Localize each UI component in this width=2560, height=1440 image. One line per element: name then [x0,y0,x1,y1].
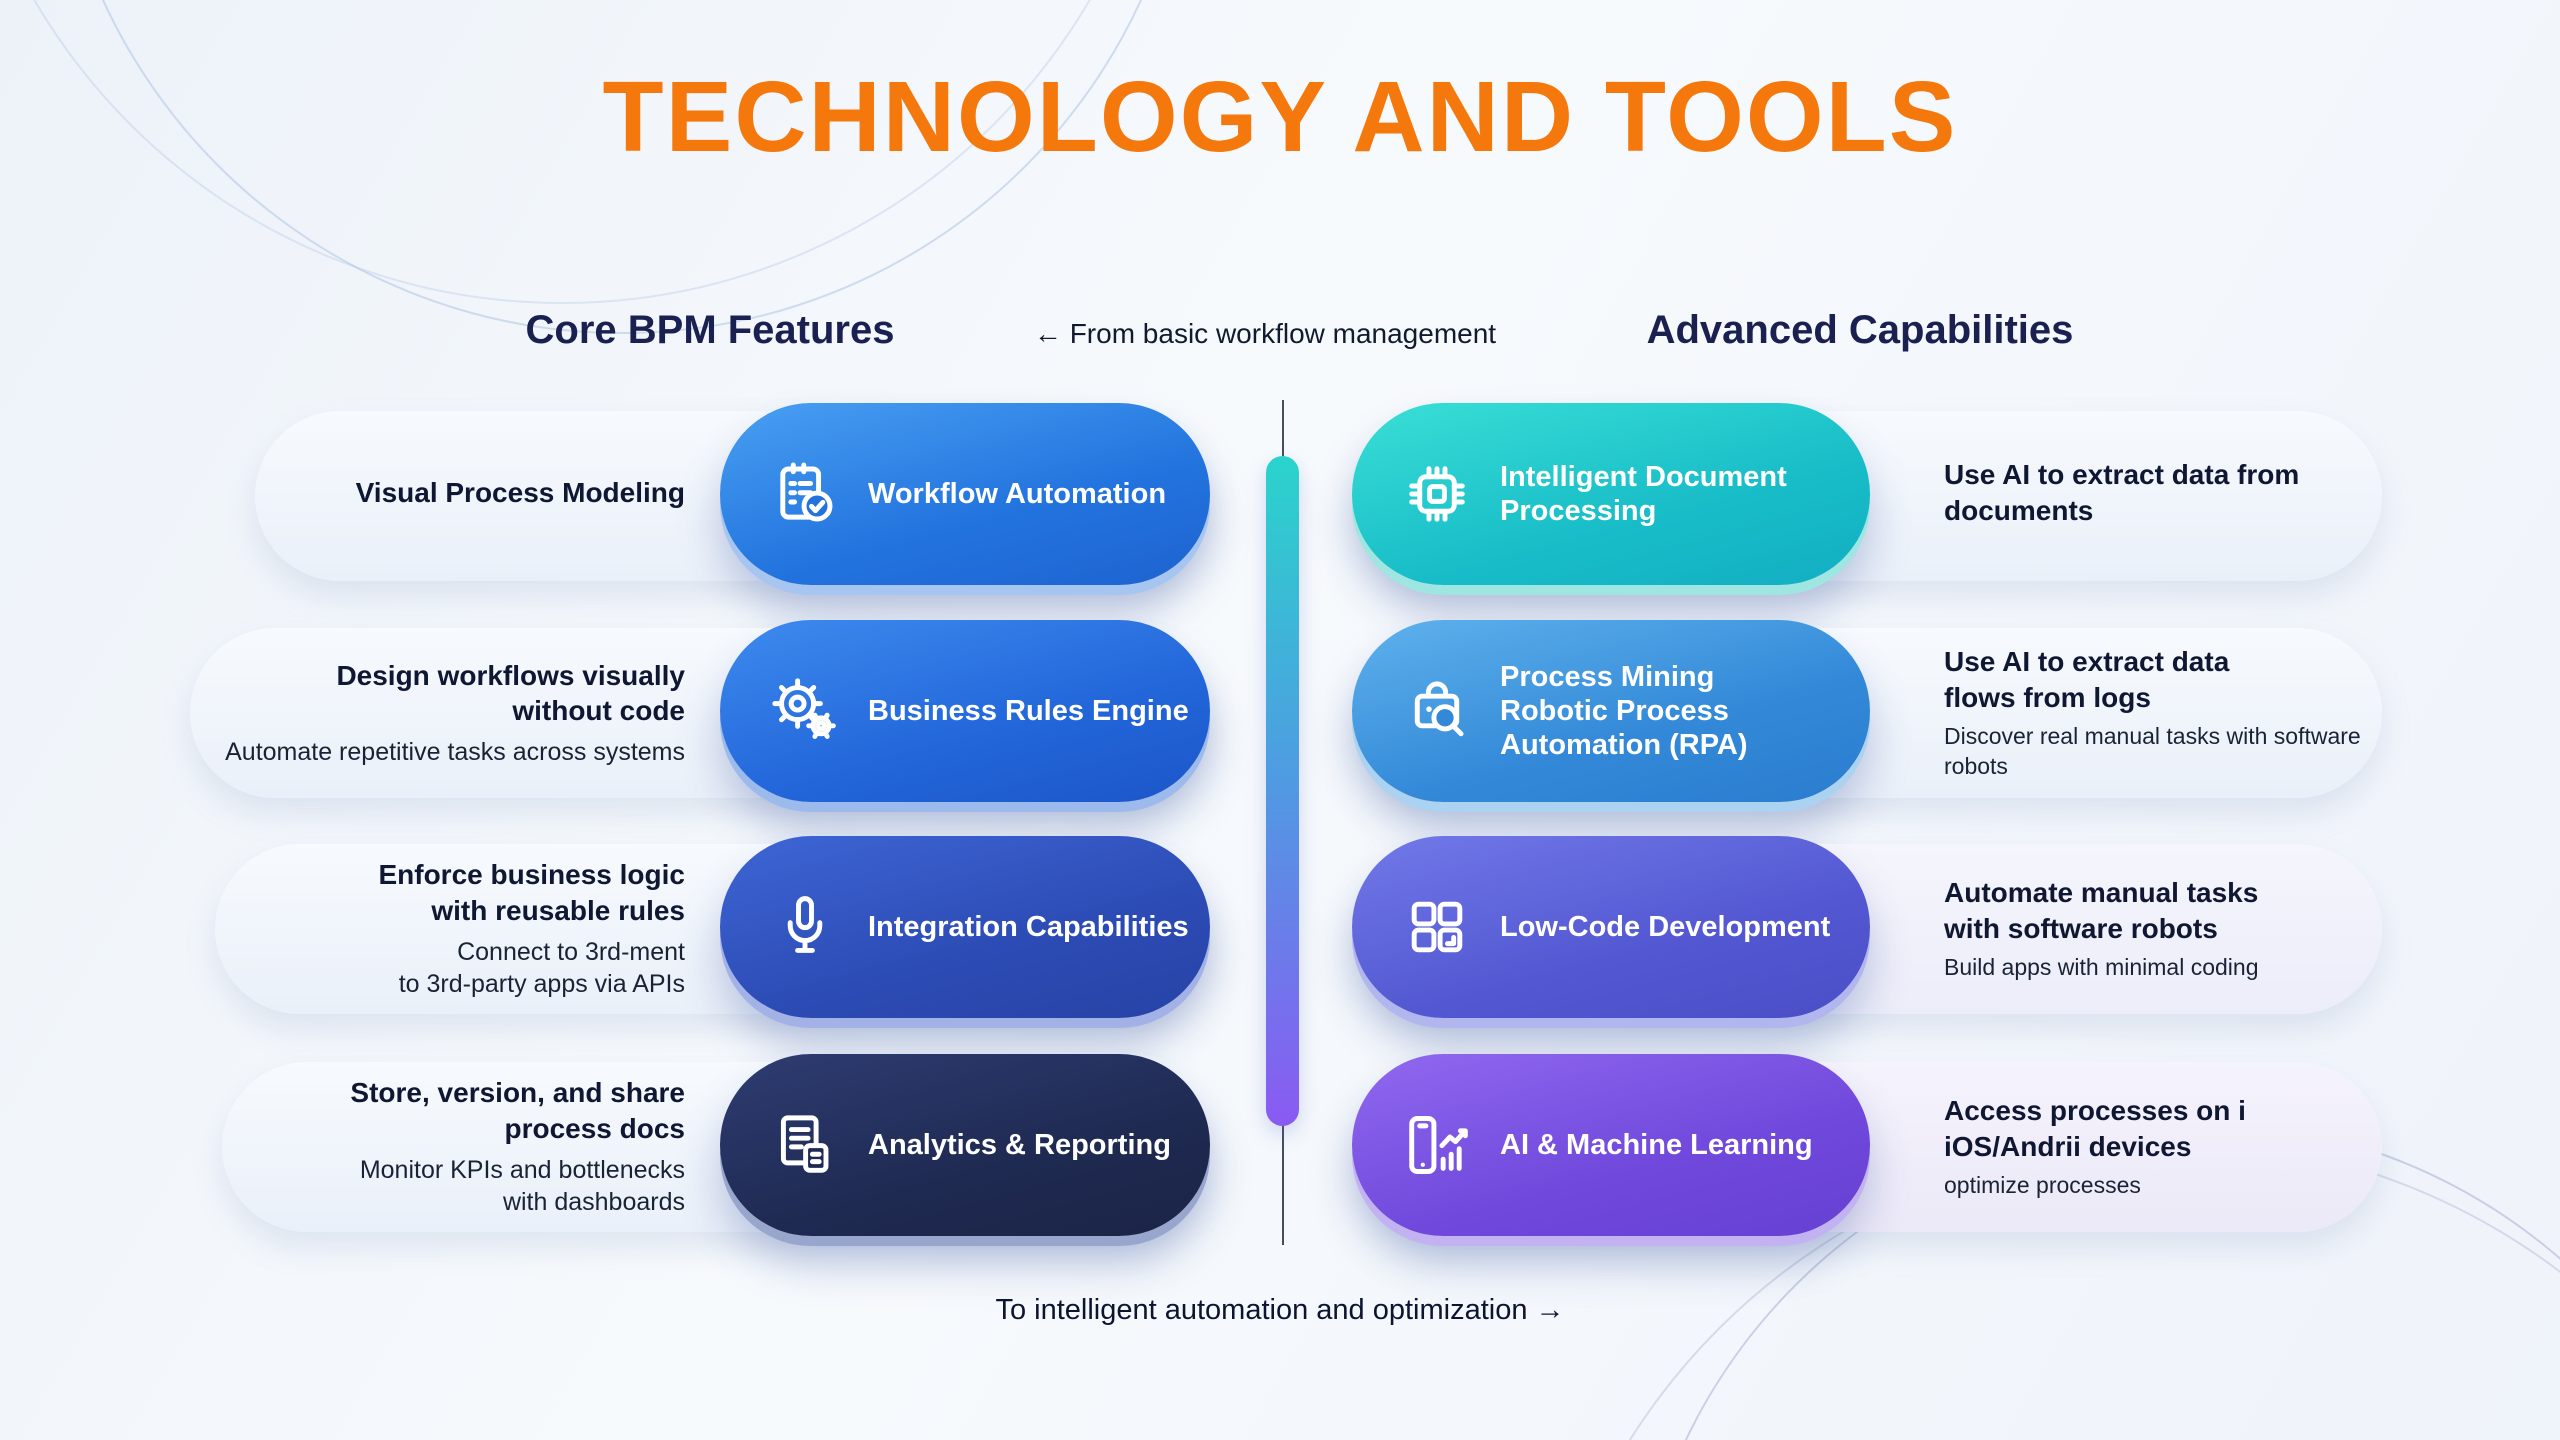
row-text: Design workflows visually without code A… [160,622,685,804]
row-subtitle: Build apps with minimal coding [1944,954,2259,981]
process-mining-pill: Process Mining Robotic Process Automatio… [1352,620,1870,802]
adv-row-idp: Intelligent Document Processing Use AI t… [0,403,2560,587]
adv-row-low-code: Low-Code Development Automate manual tas… [0,836,2560,1020]
row-title: Design workflows visually without code [336,659,685,727]
row-text: Enforce business logic with reusable rul… [160,838,685,1020]
row-title: Enforce business logic with reusable rul… [378,859,685,926]
row-subtitle: Monitor KPIs and bottlenecks with dashbo… [359,1155,685,1217]
integration-pill: Integration Capabilities [720,836,1210,1018]
row-text: Automate manual tasks with software robo… [1944,838,2414,1020]
pill-label: Intelligent Document Processing [1500,460,1787,527]
row-title: Store, version, and share process docs [350,1077,685,1144]
center-gradient-bar [1266,456,1299,1126]
clipboard-check-icon [768,457,842,531]
microphone-icon [768,890,842,964]
from-basic-workflow-label: ← From basic workflow management [1033,318,1497,349]
row-title: Automate manual tasks with software robo… [1944,877,2259,944]
row-text: Use AI to extract data from documents [1944,405,2414,587]
core-row-business-rules: Design workflows visually without code A… [0,620,2560,804]
row-title: Use AI to extract data flows from logs [1944,646,2230,713]
ai-ml-pill: AI & Machine Learning [1352,1054,1870,1236]
grid-squares-icon [1400,890,1474,964]
case-magnifier-icon [1400,674,1474,748]
page-title: TECHNOLOGY AND TOOLS [602,61,1958,173]
pill-label: AI & Machine Learning [1500,1128,1813,1161]
pill-label: Process Mining Robotic Process Automatio… [1500,660,1748,762]
row-text: Visual Process Modeling [160,405,685,587]
to-intelligent-automation-label: To intelligent automation and optimizati… [995,1294,1565,1326]
ai-chip-icon [1400,457,1474,531]
core-row-analytics: Store, version, and share process docs M… [0,1054,2560,1238]
workflow-automation-pill: Workflow Automation [720,403,1210,585]
gears-icon [768,674,842,748]
analytics-pill: Analytics & Reporting [720,1054,1210,1236]
idp-pill: Intelligent Document Processing [1352,403,1870,585]
low-code-pill: Low-Code Development [1352,836,1870,1018]
row-subtitle: optimize processes [1944,1172,2141,1199]
adv-row-process-mining: Process Mining Robotic Process Automatio… [0,620,2560,804]
phone-chart-icon [1400,1108,1474,1182]
row-subtitle: Connect to 3rd-ment to 3rd-party apps vi… [398,937,685,999]
adv-row-ai-ml: AI & Machine Learning Access processes o… [0,1054,2560,1238]
row-title: Use AI to extract data from documents [1944,458,2300,526]
pill-label: Low-Code Development [1500,910,1831,943]
row-text: Use AI to extract data flows from logs D… [1944,622,2414,804]
row-title: Access processes on i iOS/Andrii devices [1944,1095,2246,1162]
core-row-integration: Enforce business logic with reusable rul… [0,836,2560,1020]
report-document-icon [768,1108,842,1182]
row-title: Visual Process Modeling [355,476,685,508]
pill-label: Business Rules Engine [868,694,1189,727]
pill-label: Workflow Automation [868,477,1167,510]
row-subtitle: Discover real manual tasks with software… [1944,723,2361,780]
pill-label: Analytics & Reporting [868,1128,1171,1161]
left-column-header: Core BPM Features [525,308,895,352]
business-rules-pill: Business Rules Engine [720,620,1210,802]
row-subtitle: Automate repetitive tasks across systems [225,737,685,766]
pill-label: Integration Capabilities [868,910,1189,943]
right-column-header: Advanced Capabilities [1646,308,2074,352]
row-text: Access processes on i iOS/Andrii devices… [1944,1056,2414,1238]
row-text: Store, version, and share process docs M… [160,1056,685,1238]
core-row-workflow-automation: Visual Process Modeling Workflow Automat… [0,403,2560,587]
